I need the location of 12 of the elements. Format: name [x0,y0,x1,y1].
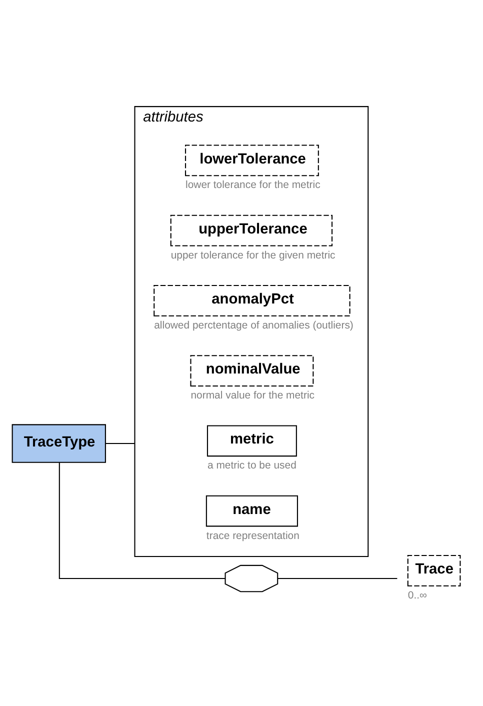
node-label: lower tolerance for the metric [186,180,320,192]
node-label: normal value for the metric [190,390,314,402]
node-label: 0..∞ [408,590,427,602]
node-octagon [224,564,278,592]
connector [106,443,135,444]
connector [58,462,226,580]
node-label: trace representation [206,530,300,542]
node-label: a metric to be used [207,460,296,472]
node-box: TraceType [12,424,106,463]
node-label: allowed perctentage of anomalies (outliers) [154,320,354,332]
node-label: upper tolerance for the given metric [170,250,336,262]
connector [278,578,398,580]
